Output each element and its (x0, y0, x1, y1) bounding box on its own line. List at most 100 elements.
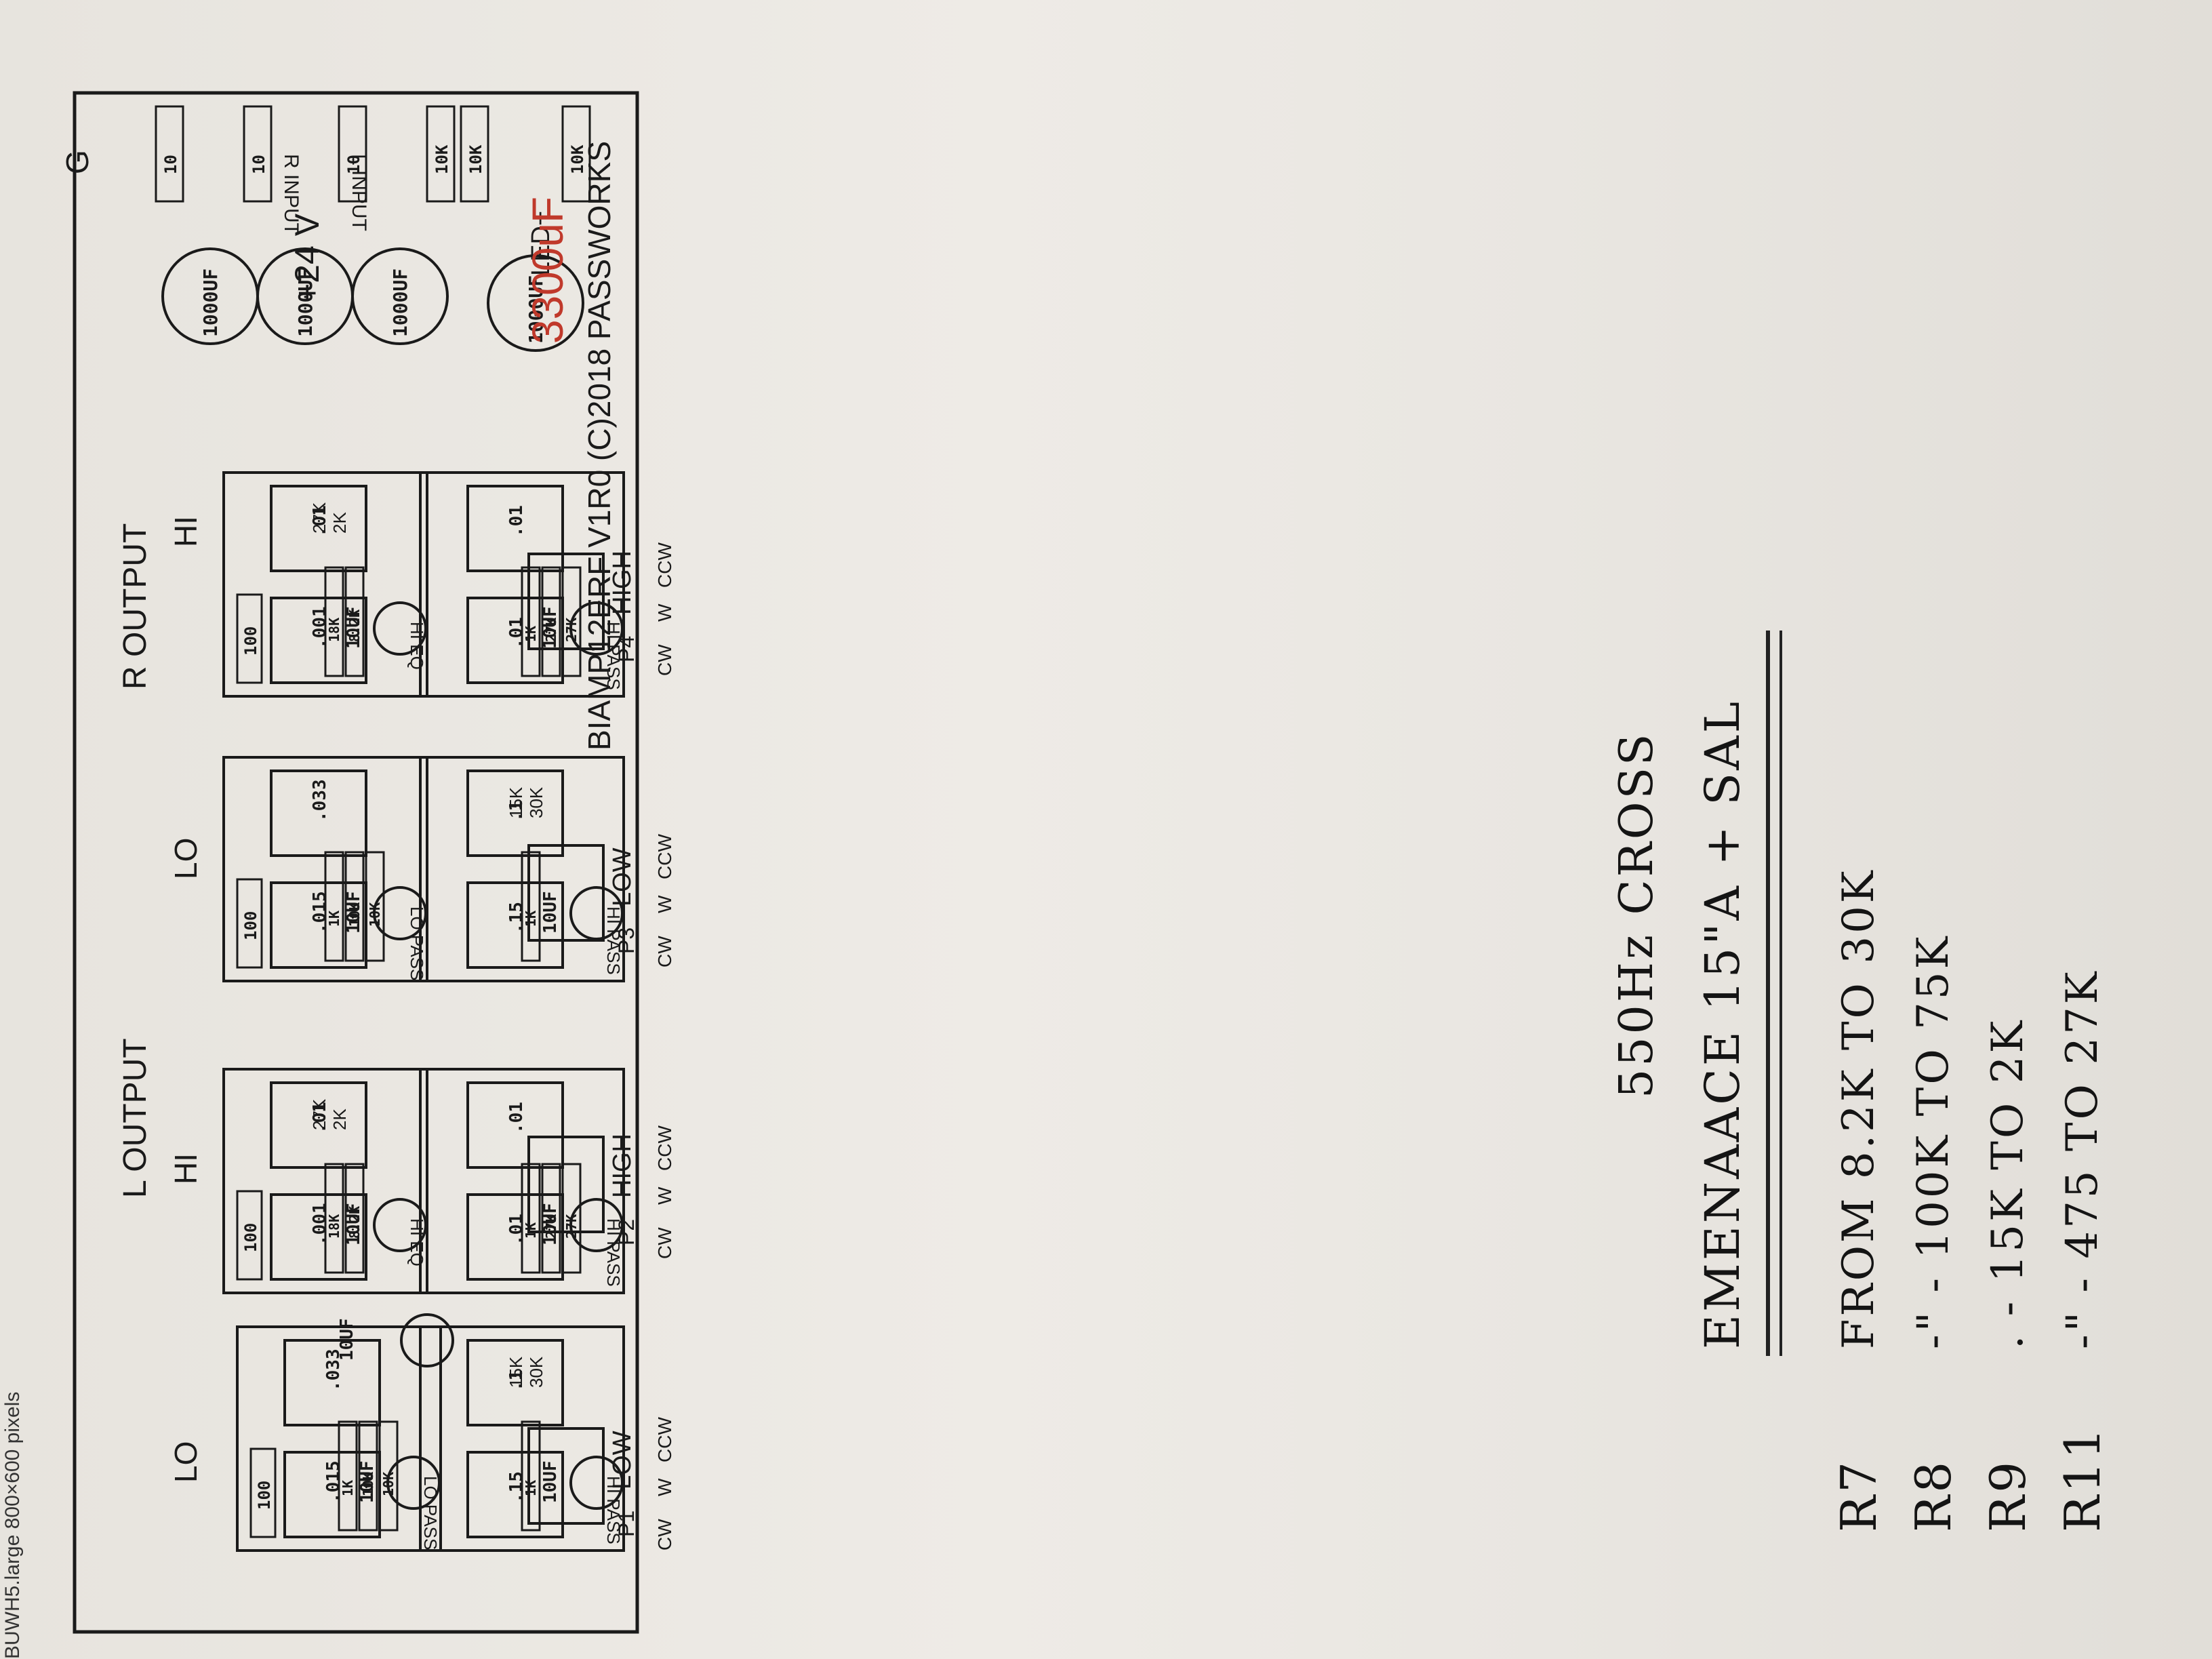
note-row-r7: FROM 8.2K TO 30K (1834, 868, 1884, 1349)
block-hi-eq-right-resistor-0 (324, 566, 344, 677)
supply-resistor-4 (460, 105, 489, 203)
pot-id-P1: P1 (614, 1511, 639, 1537)
left-input-label: L INPUT (348, 154, 370, 231)
supply-resistor-5 (561, 105, 591, 203)
supply-resistor-1 (243, 105, 273, 203)
supply-resistor-label-4: 10K (466, 144, 485, 174)
block-lo-pass-left-film-1 (283, 1339, 381, 1426)
block-lo-pass-left-outline (236, 1325, 442, 1552)
block-lo-pass-right-resistor-1 (344, 851, 365, 962)
block-hi-pass-right-a-film-label-1: .1 (506, 801, 527, 822)
pot-tag-w-1: W (654, 1186, 675, 1205)
block-hi-eq-left-cap-label: 10UF (344, 1203, 364, 1245)
channel-label-lo-right: LO (168, 838, 203, 879)
right-input-label: R INPUT (280, 154, 302, 235)
block-hi-pass-right-a-note-0: 15K (506, 786, 526, 818)
pot-tag-cw-3: CW (654, 644, 675, 676)
block-hi-eq-right-r100-label: 100 (241, 626, 260, 656)
block-hi-pass-left-b-cap (569, 1198, 624, 1252)
block-lo-pass-right-film-label-0: .015 (310, 891, 330, 934)
note-row-r9: . - 15K TO 2K (1983, 1018, 2033, 1349)
channel-label-hi-left: HI (168, 1153, 203, 1184)
note-row-r8-ref: R8 (1905, 1458, 1962, 1532)
block-hi-pass-right-b-film-0 (466, 597, 564, 684)
block-hi-pass-left-a-outline (419, 1325, 625, 1552)
block-hi-eq-right-resistor-1 (344, 566, 365, 677)
block-hi-eq-left-resistor-label-1: 8.2K (346, 1206, 363, 1239)
pot-tag-cw-0: CW (654, 1519, 675, 1551)
block-hi-eq-right-resistor-label-0: 18K (326, 618, 342, 642)
block-hi-eq-right-note-1: 2K (329, 512, 350, 534)
supply-resistor-2 (338, 105, 367, 203)
voltage-label: +24 V (288, 213, 326, 303)
block-hi-pass-left-b-film-label-1: .01 (506, 1102, 527, 1134)
block-hi-eq-right-name: HI EQ (407, 622, 427, 670)
block-hi-pass-left-a-cap (569, 1456, 624, 1510)
block-lo-pass-left-resistor-label-2: 10K (380, 1472, 397, 1496)
block-lo-pass-left-resistor-1 (358, 1420, 378, 1532)
supply-cap-3 (487, 254, 584, 352)
note-subheading: EMENAACE 15"A + SAL (1695, 698, 1750, 1349)
note-row-r7-ref: R7 (1830, 1458, 1887, 1532)
block-lo-pass-right-film-label-1: .033 (310, 779, 330, 822)
block-hi-eq-left-note-1: 2K (329, 1108, 350, 1130)
block-lo-pass-left-resistor-0 (338, 1420, 358, 1532)
right-output-label: R OUTPUT (117, 523, 153, 689)
note-underline-2 (1779, 631, 1782, 1356)
block-hi-pass-right-a-resistor-label-0: 1K (523, 911, 539, 927)
block-hi-pass-right-b-name: HI PASS (603, 622, 624, 690)
block-hi-pass-right-a-cap-label: 10UF (540, 891, 561, 934)
pot-tag-w-0: W (654, 1478, 675, 1496)
block-hi-eq-left-resistor-1 (344, 1163, 365, 1274)
block-hi-eq-left-film-0 (270, 1193, 367, 1281)
note-heading: 550Hz CROSS (1610, 731, 1664, 1098)
block-lo-pass-left-cap (386, 1456, 441, 1510)
block-hi-eq-right-film-1 (270, 485, 367, 572)
block-hi-pass-left-a-name: HI PASS (603, 1476, 624, 1544)
block-lo-pass-right-resistor-label-2: 10K (367, 902, 383, 927)
block-hi-eq-right-film-label-1: .01 (310, 505, 330, 537)
block-hi-pass-left-a-film-label-1: .1 (506, 1370, 527, 1391)
pot-id-P2: P2 (614, 1219, 639, 1245)
channel-label-lo-left: LO (168, 1441, 203, 1483)
supply-cap-label-1: 1000UF (294, 268, 317, 337)
block-hi-pass-left-b-resistor-label-2: 27K (563, 1214, 580, 1239)
block-hi-pass-left-b-resistor-0 (521, 1163, 541, 1274)
block-hi-pass-left-a-resistor-0 (521, 1420, 541, 1532)
corner-mark: G (60, 150, 95, 174)
pot-tag-cw-1: CW (654, 1227, 675, 1259)
board-title: BIAMP12ERF V1R0 (C)2018 PASSWORKS (582, 141, 617, 751)
block-lo-pass-left-resistor-label-1: 10K (360, 1472, 376, 1496)
block-hi-pass-right-a-resistor-0 (521, 851, 541, 962)
block-hi-eq-right-cap-label: 10UF (344, 606, 364, 649)
block-lo-pass-right-r100 (236, 878, 263, 969)
pot-label-P1: LOW (608, 1431, 637, 1490)
pot-tag-w-3: W (654, 603, 675, 622)
supply-resistor-label-5: 10K (568, 144, 587, 174)
pot-id-P3: P3 (614, 927, 639, 954)
supply-cap-label-2: 1000UF (389, 268, 411, 337)
block-hi-pass-left-a-film-0 (466, 1451, 564, 1538)
block-lo-pass-right-film-1 (270, 769, 367, 857)
pot-P4 (527, 553, 605, 650)
supply-resistor-label-2: 10 (344, 155, 363, 174)
block-hi-eq-left-film-label-1: .01 (310, 1102, 330, 1134)
supply-resistor-3 (426, 105, 456, 203)
pot-tag-w-2: W (654, 895, 675, 913)
channel-label-hi-right: HI (168, 516, 203, 547)
supply-cap-2 (351, 247, 449, 345)
supply-resistor-label-0: 10 (161, 155, 180, 174)
block-hi-pass-right-a-name: HI PASS (603, 906, 624, 975)
block-hi-pass-right-b-resistor-0 (521, 566, 541, 677)
supply-resistor-0 (155, 105, 184, 203)
block-hi-pass-right-a-film-label-0: .15 (506, 902, 527, 934)
block-hi-eq-left-r100 (236, 1190, 263, 1281)
block-hi-pass-left-b-resistor-label-1: 27K (543, 1214, 559, 1239)
note-row-r8: -" - 100K TO 75K (1908, 934, 1958, 1349)
block-lo-pass-right-outline (222, 756, 428, 982)
block-hi-pass-right-b-resistor-label-0: 1K (523, 626, 539, 642)
block-lo-pass-left-name: LO PASS (420, 1476, 441, 1550)
pot-tag-ccw-2: CCW (654, 834, 675, 879)
block-hi-eq-left-outline (222, 1068, 428, 1294)
